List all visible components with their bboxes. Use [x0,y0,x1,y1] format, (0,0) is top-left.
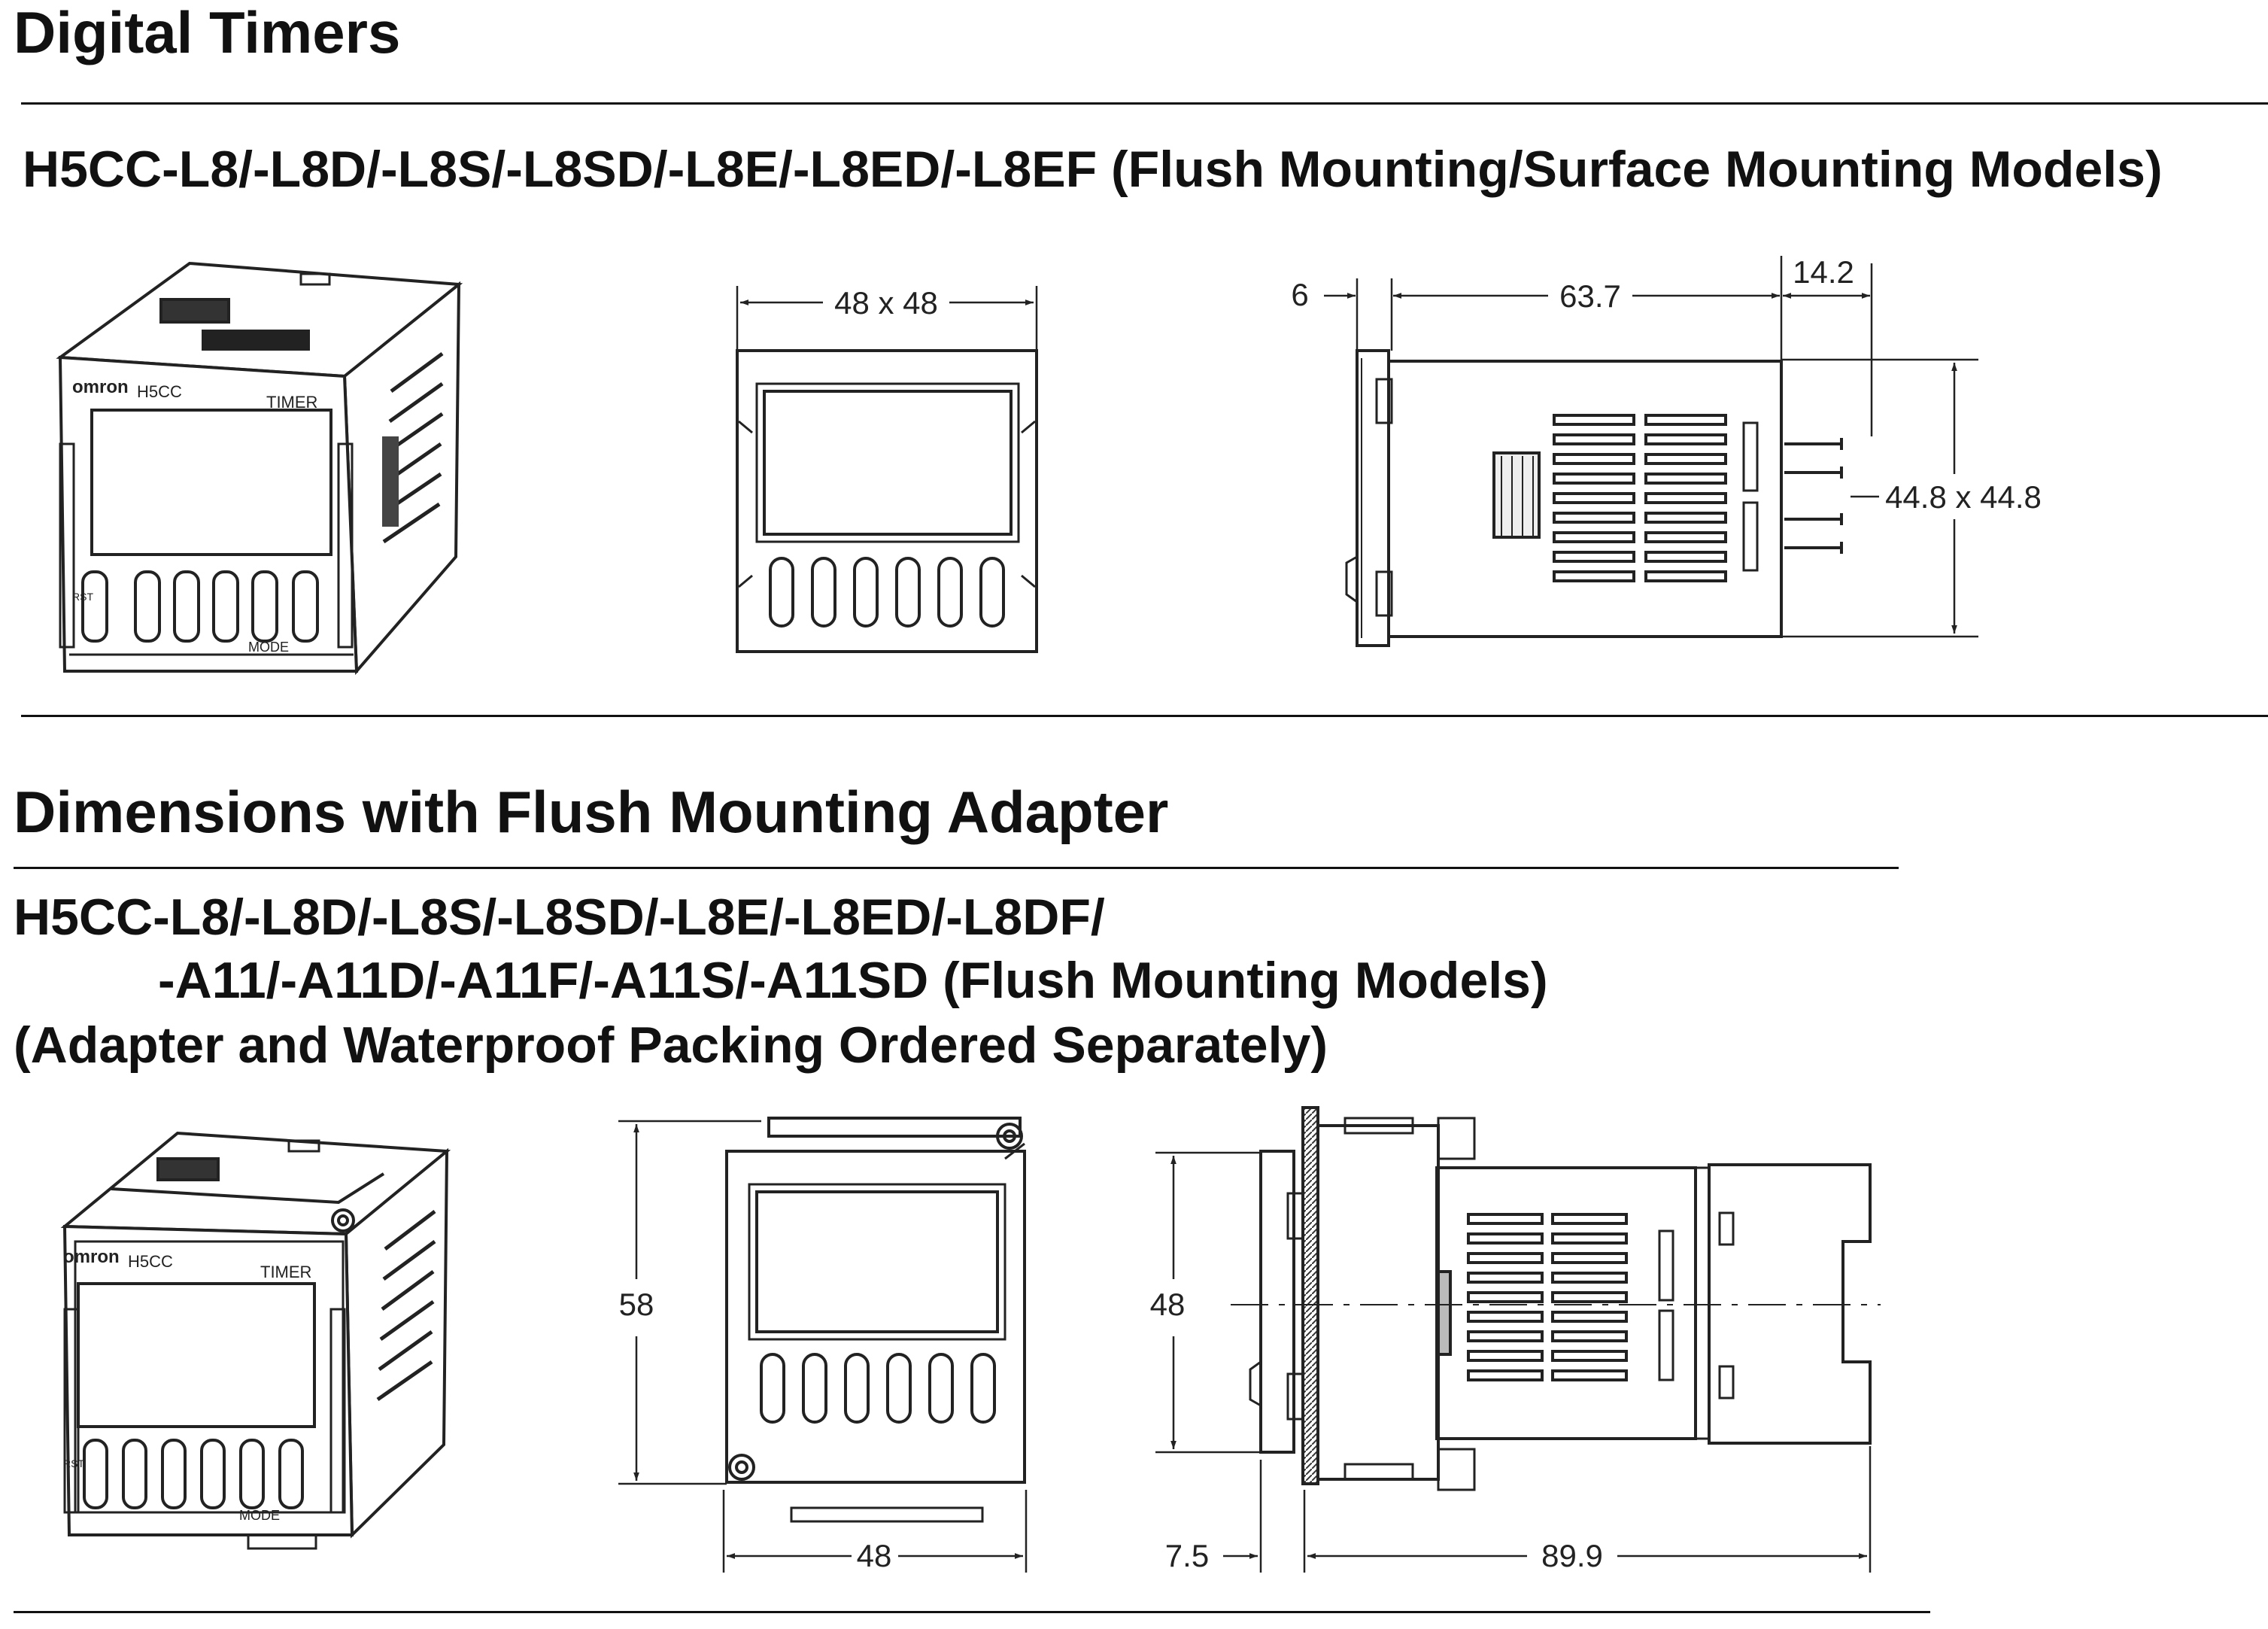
unit-model-label-1: H5CC [137,382,182,401]
unit-isometric-keys-1 [81,570,319,643]
section1-heading: H5CC-L8/-L8D/-L8S/-L8SD/-L8E/-L8ED/-L8EF… [23,141,2163,198]
front-view-2 [725,1117,1026,1523]
side-front-depth-label-2: 7.5 [1165,1538,1209,1573]
side-view-vents-2 [1467,1213,1628,1381]
front-view-keys-1 [769,557,1005,628]
section2-heading-line2: -A11/-A11D/-A11F/-A11S/-A11SD (Flush Mou… [158,952,1548,1009]
side-height-label-1: 44.8 x 44.8 [1885,479,2042,515]
unit-rst-label-1: RST [72,591,93,603]
front-view-width-dimension-1 [736,286,1038,351]
unit-timer-label-2: TIMER [260,1263,311,1281]
title-rule [21,102,2268,105]
section2-heading-line1: H5CC-L8/-L8D/-L8S/-L8SD/-L8E/-L8ED/-L8DF… [14,889,1105,946]
side-view-vents-1 [1553,414,1727,582]
side-view-dimensions-2 [1155,1151,1872,1573]
page-title: Digital Timers [14,0,401,65]
unit-model-label-2: H5CC [128,1252,173,1271]
section2-title-rule [14,867,1899,869]
side-height-label-2: 48 [1150,1287,1186,1322]
unit-rst-label-2: RST [63,1457,84,1469]
unit-mode-label-1: MODE [248,640,289,655]
side-view-dimensions-1 [1324,256,1978,638]
side-total-length-label-2: 89.9 [1541,1538,1603,1573]
section2-heading-line3: (Adapter and Waterproof Packing Ordered … [14,1017,1328,1074]
unit-isometric-view-1 [56,261,463,676]
unit-isometric-keys-2 [83,1439,304,1509]
side-view-1 [1345,349,1843,647]
section2-title: Dimensions with Flush Mounting Adapter [14,779,1169,845]
front-width-label-1: 48 x 48 [834,285,938,321]
side-pin-length-label-1: 14.2 [1793,254,1854,290]
unit-mode-label-2: MODE [239,1508,280,1523]
front-view-keys-2 [760,1353,996,1424]
side-front-depth-label-1: 6 [1291,277,1308,312]
front-view-dimensions-2 [618,1120,1028,1573]
side-body-length-label-1: 63.7 [1559,278,1621,314]
side-view-2 [1231,1106,1881,1491]
section1-bottom-rule [21,715,2268,717]
unit-timer-label-1: TIMER [266,393,317,412]
unit-brand-logo-2: omron [63,1247,120,1267]
front-width-label-2: 48 [857,1538,892,1573]
unit-brand-logo-1: omron [72,377,129,397]
front-view-1 [736,349,1038,653]
front-height-label-2: 58 [619,1287,654,1322]
page-bottom-rule [14,1611,1930,1613]
